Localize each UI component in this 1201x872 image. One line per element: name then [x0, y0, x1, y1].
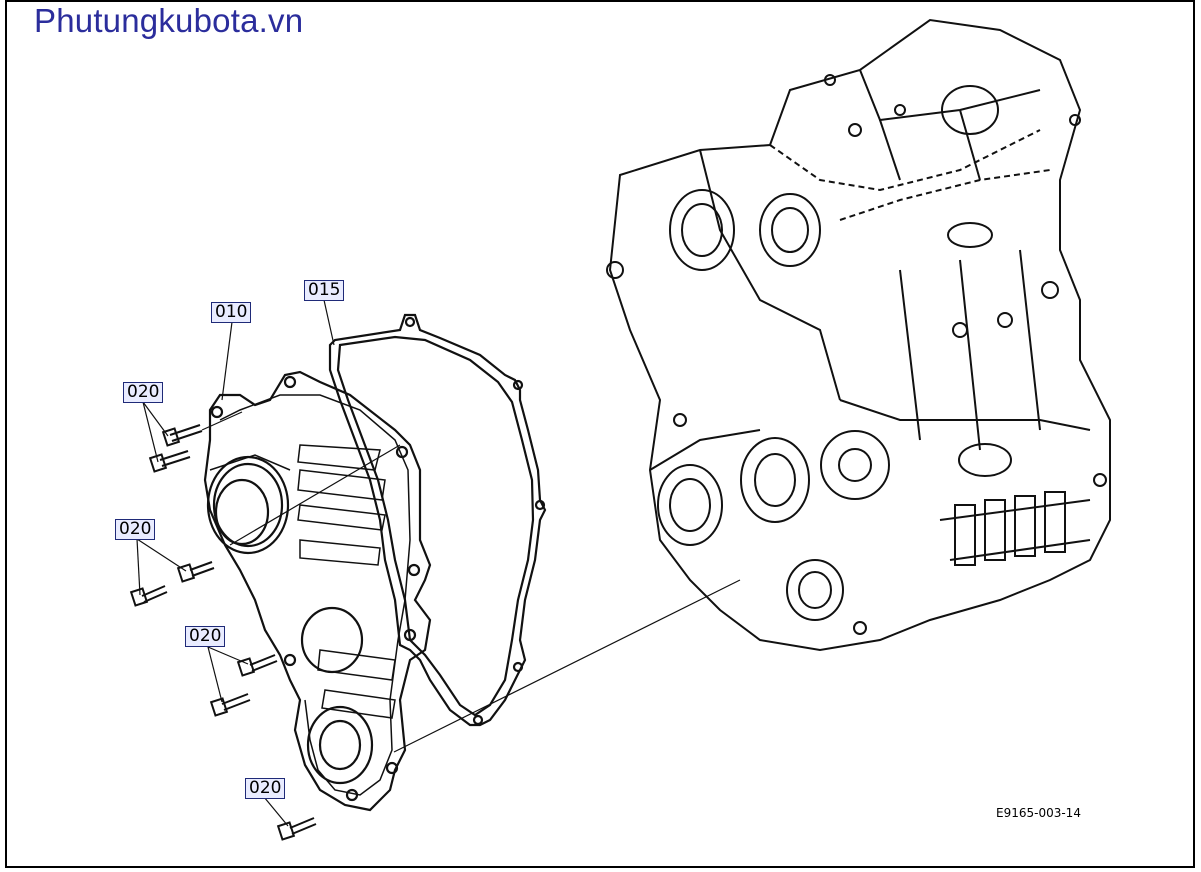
bolt [176, 561, 215, 583]
crankcase-block [606, 18, 1111, 652]
callout-bolt[interactable]: 020 [115, 519, 156, 540]
gasket [328, 313, 547, 727]
callout-bolt[interactable]: 020 [123, 382, 164, 403]
bolt [209, 693, 251, 717]
callout-bolt[interactable]: 020 [185, 626, 226, 647]
diagram-reference-code: E9165-003-14 [996, 806, 1081, 820]
bolts [129, 424, 317, 841]
callout-gear-case[interactable]: 010 [211, 302, 252, 323]
bolt [236, 654, 278, 677]
diagram-border [5, 0, 1195, 868]
bolt [161, 424, 203, 447]
callout-bolt[interactable]: 020 [245, 778, 286, 799]
bolt [148, 450, 191, 473]
gear-case-cover [203, 370, 432, 812]
bolt [276, 817, 317, 841]
leader-lines [136, 299, 741, 827]
bolt [129, 585, 168, 607]
callout-gasket[interactable]: 015 [304, 280, 345, 301]
site-title[interactable]: Phutungkubota.vn [34, 2, 304, 39]
